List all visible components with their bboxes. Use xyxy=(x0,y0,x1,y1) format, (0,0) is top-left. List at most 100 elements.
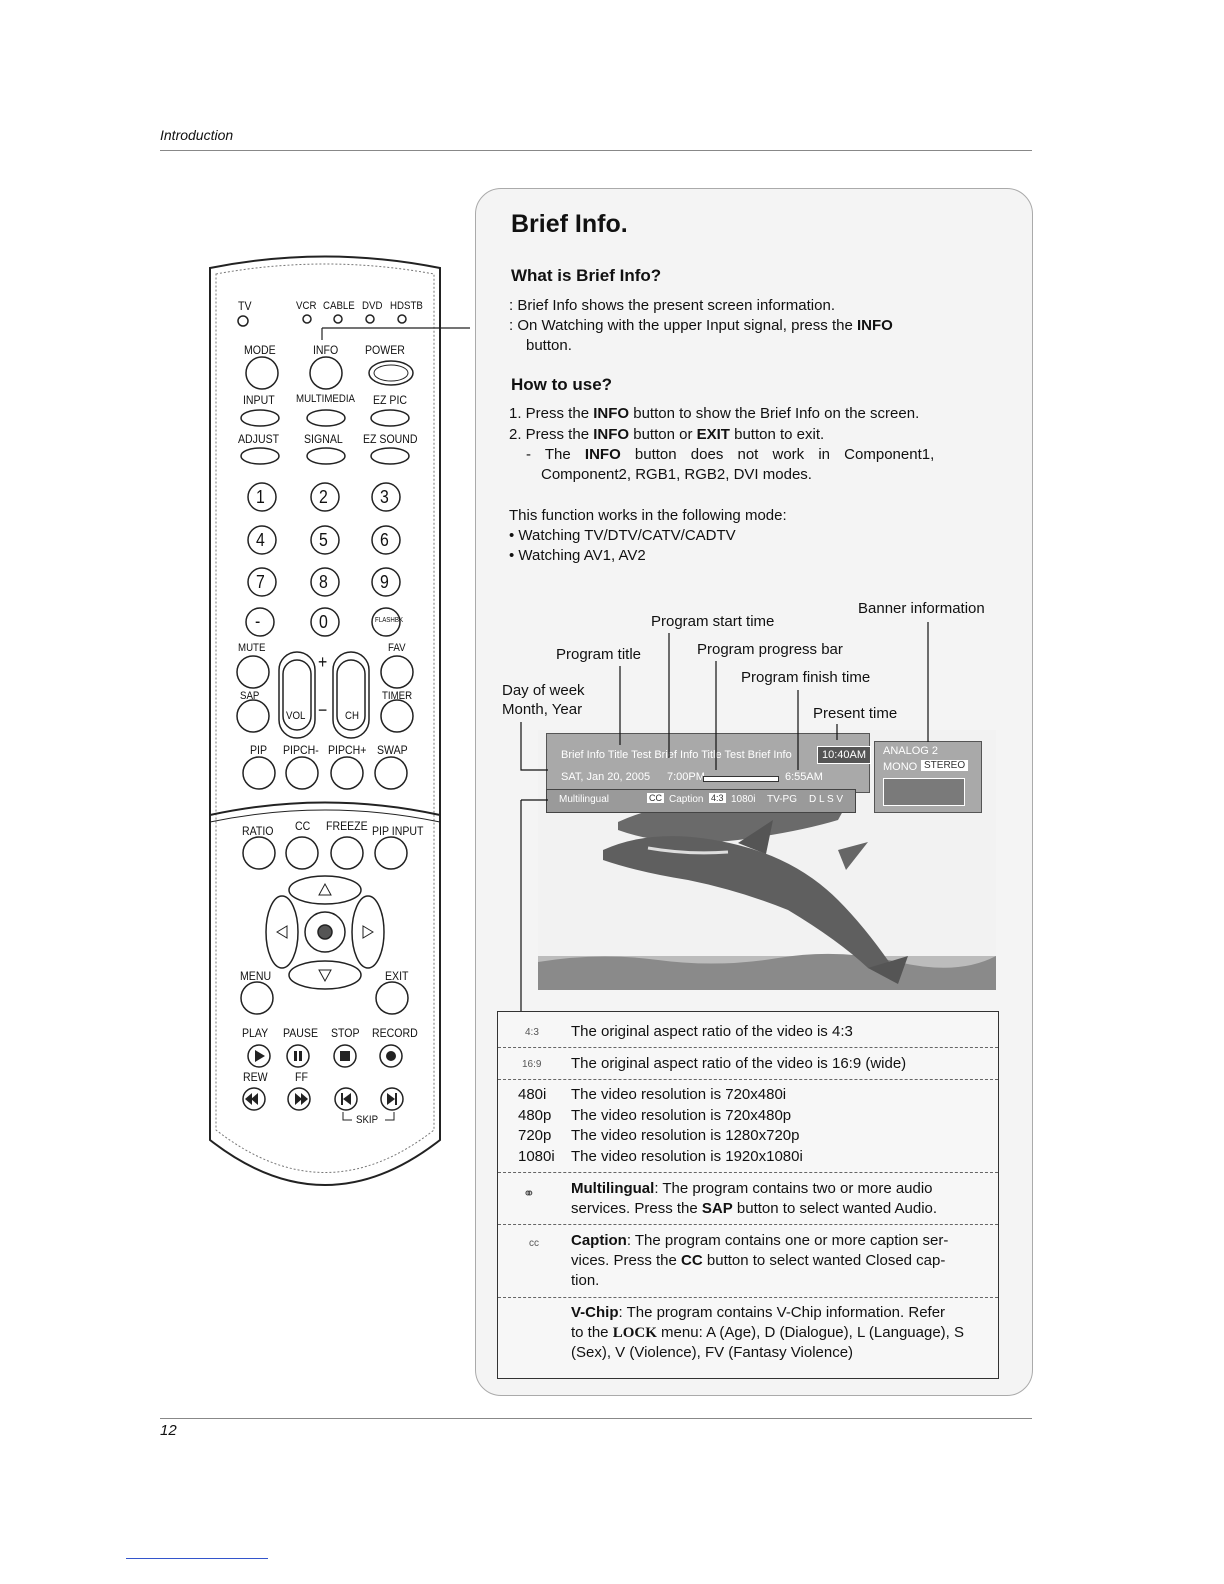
info-rating: TV-PG xyxy=(767,794,798,805)
annotation-program-progress-bar: Program progress bar xyxy=(697,641,843,658)
res-text-480i: The video resolution is 720x480i xyxy=(571,1086,787,1103)
legend-caption: Caption: The program contains one or mor… xyxy=(571,1232,949,1289)
aspect-4-3-icon: 4:3 xyxy=(525,1027,539,1038)
banner-analog-label: ANALOG 2 xyxy=(883,745,939,757)
digit-6: 6 xyxy=(380,530,389,550)
footer-link-line xyxy=(126,1558,268,1559)
plus-sign: + xyxy=(318,652,328,672)
note-line-1: - The INFO button does not work in Compo… xyxy=(526,446,935,463)
pipch-plus-label: PIPCH+ xyxy=(328,743,367,757)
step-1: 1. Press the INFO button to show the Bri… xyxy=(509,405,920,422)
annotation-present-time: Present time xyxy=(813,705,898,722)
ff-label: FF xyxy=(295,1070,308,1084)
res-code-480p: 480p xyxy=(518,1107,552,1124)
source-label-tv: TV xyxy=(238,299,252,313)
info-vchip-flags: D L S V xyxy=(809,794,844,805)
section-header: Introduction xyxy=(160,127,234,143)
remote-control-illustration: TV VCR CABLE DVD HDSTB MODE INFO POWER I… xyxy=(0,0,470,1200)
banner-info-line: Multilingual CC Caption 4:3 1080i TV-PG … xyxy=(546,789,856,813)
fav-label: FAV xyxy=(388,642,406,654)
page-number: 12 xyxy=(160,1422,177,1439)
what-line-2: : On Watching with the upper Input signa… xyxy=(509,317,893,334)
res-code-1080i: 1080i xyxy=(518,1148,555,1165)
banner-program-title: Brief Info Title Test Brief Info Title T… xyxy=(561,749,792,761)
annotation-program-title: Program title xyxy=(556,646,642,663)
stop-label: STOP xyxy=(331,1026,360,1040)
cc-label: CC xyxy=(295,819,311,833)
footer-rule xyxy=(160,1418,1032,1419)
pipinput-label: PIP INPUT xyxy=(372,824,424,838)
mode-label: MODE xyxy=(244,343,276,357)
banner-date: SAT, Jan 20, 2005 xyxy=(561,771,651,783)
source-label-vcr: VCR xyxy=(296,300,317,312)
digit-5: 5 xyxy=(319,530,328,550)
digit-7: 7 xyxy=(256,572,265,592)
menu-label: MENU xyxy=(240,969,272,983)
pipch-minus-label: PIPCH- xyxy=(283,743,319,757)
ch-label: CH xyxy=(345,710,359,722)
mode-2: • Watching AV1, AV2 xyxy=(509,547,646,564)
header-rule xyxy=(160,150,1032,151)
signal-label: SIGNAL xyxy=(304,432,343,446)
what-heading: What is Brief Info? xyxy=(511,266,662,285)
annotation-month-year: Month, Year xyxy=(502,701,583,718)
power-label: POWER xyxy=(365,343,405,357)
digit-dash: - xyxy=(255,611,261,631)
flashbk-label: FLASHBK xyxy=(375,617,404,624)
pause-label: PAUSE xyxy=(283,1026,319,1040)
banner-start-time: 7:00PM xyxy=(667,771,705,783)
ezsound-label: EZ SOUND xyxy=(363,432,418,446)
digit-8: 8 xyxy=(319,572,328,592)
banner-preview-window xyxy=(883,778,965,806)
how-heading: How to use? xyxy=(511,375,613,394)
ratio-label: RATIO xyxy=(242,824,274,838)
swap-label: SWAP xyxy=(377,743,408,757)
info-caption: Caption xyxy=(669,794,704,805)
info-multilingual: Multilingual xyxy=(559,794,610,805)
digit-1: 1 xyxy=(256,487,265,507)
vol-label: VOL xyxy=(286,710,306,722)
banner-mono-label: MONO xyxy=(883,761,918,773)
minus-sign: − xyxy=(318,700,328,720)
legend-divider xyxy=(498,1224,998,1225)
res-text-1080i: The video resolution is 1920x1080i xyxy=(571,1148,803,1165)
digit-3: 3 xyxy=(380,487,389,507)
res-text-480p: The video resolution is 720x480p xyxy=(571,1107,792,1124)
aspect-16-9-icon: 16:9 xyxy=(522,1059,542,1070)
modes-intro: This function works in the following mod… xyxy=(509,507,787,524)
legend-aspect-16-9: The original aspect ratio of the video i… xyxy=(571,1055,907,1072)
source-label-cable: CABLE xyxy=(323,300,355,312)
dolphin-picture xyxy=(538,730,996,990)
sap-label: SAP xyxy=(240,690,260,702)
source-label-dvd: DVD xyxy=(362,300,383,312)
source-label-hdstb: HDSTB xyxy=(390,300,423,312)
digit-9: 9 xyxy=(380,572,389,592)
res-code-480i: 480i xyxy=(518,1086,547,1103)
play-label: PLAY xyxy=(242,1026,269,1040)
skip-label: SKIP xyxy=(356,1114,379,1126)
rew-label: REW xyxy=(243,1070,268,1084)
annotation-program-finish-time: Program finish time xyxy=(741,669,871,686)
record-label: RECORD xyxy=(372,1026,418,1040)
legend-multilingual: Multilingual: The program contains two o… xyxy=(571,1180,938,1217)
legend-vchip: V-Chip: The program contains V-Chip info… xyxy=(571,1304,965,1361)
step-2: 2. Press the INFO button or EXIT button … xyxy=(509,426,825,443)
banner-present-time: 10:40AM xyxy=(817,746,872,764)
timer-label: TIMER xyxy=(382,690,413,702)
input-label: INPUT xyxy=(243,393,275,407)
annotation-day-of-week: Day of week xyxy=(502,682,585,699)
icon-legend-box: 4:3 The original aspect ratio of the vid… xyxy=(497,1011,999,1379)
info-cc-badge: CC xyxy=(647,793,664,803)
what-line-1: : Brief Info shows the present screen in… xyxy=(509,297,835,314)
what-line-3: button. xyxy=(526,337,572,354)
adjust-label: ADJUST xyxy=(238,432,280,446)
freeze-label: FREEZE xyxy=(326,819,368,833)
banner-progress-bar xyxy=(703,776,779,782)
multimedia-label: MULTIMEDIA xyxy=(296,393,355,405)
info-aspect-badge: 4:3 xyxy=(709,793,726,803)
digit-2: 2 xyxy=(319,487,328,507)
mute-label: MUTE xyxy=(238,642,266,654)
legend-divider xyxy=(498,1172,998,1173)
digit-4: 4 xyxy=(256,530,265,550)
banner-information-box: ANALOG 2 MONO STEREO xyxy=(874,741,982,813)
